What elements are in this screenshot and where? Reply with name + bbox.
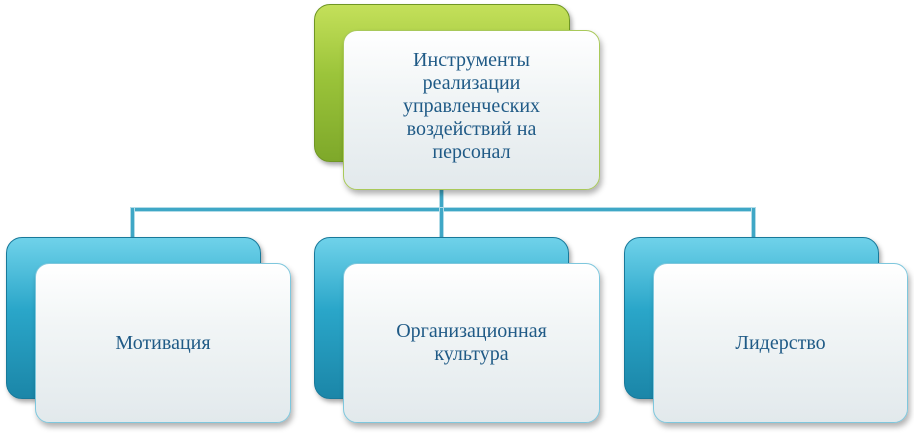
root-line-4: воздействий на bbox=[406, 117, 537, 140]
child-1-line-1: Мотивация bbox=[115, 331, 211, 354]
root-node: Инструменты реализации управленческих во… bbox=[343, 30, 600, 190]
child-node-3: Лидерство bbox=[653, 263, 908, 423]
child-2-line-1: Организационная bbox=[396, 320, 547, 342]
root-line-1: Инструменты bbox=[413, 48, 530, 71]
connector-root-down bbox=[439, 186, 444, 210]
child-2-line-2: культура bbox=[434, 343, 509, 365]
child-node-2-text: Организационная культура bbox=[396, 320, 547, 366]
connector-right-down bbox=[751, 207, 756, 239]
root-line-3: управленческих bbox=[402, 94, 541, 117]
child-node-3-text: Лидерство bbox=[735, 332, 825, 355]
root-line-2: реализации bbox=[422, 71, 521, 94]
connector-middle-down bbox=[439, 207, 444, 239]
child-3-line-1: Лидерство bbox=[735, 331, 826, 354]
child-node-2: Организационная культура bbox=[343, 263, 600, 423]
connector-left-down bbox=[130, 207, 135, 239]
child-node-1: Мотивация bbox=[35, 263, 291, 423]
root-node-text: Инструменты реализации управленческих во… bbox=[403, 49, 540, 164]
child-node-1-text: Мотивация bbox=[115, 332, 210, 355]
root-line-5: персонал bbox=[432, 140, 511, 163]
